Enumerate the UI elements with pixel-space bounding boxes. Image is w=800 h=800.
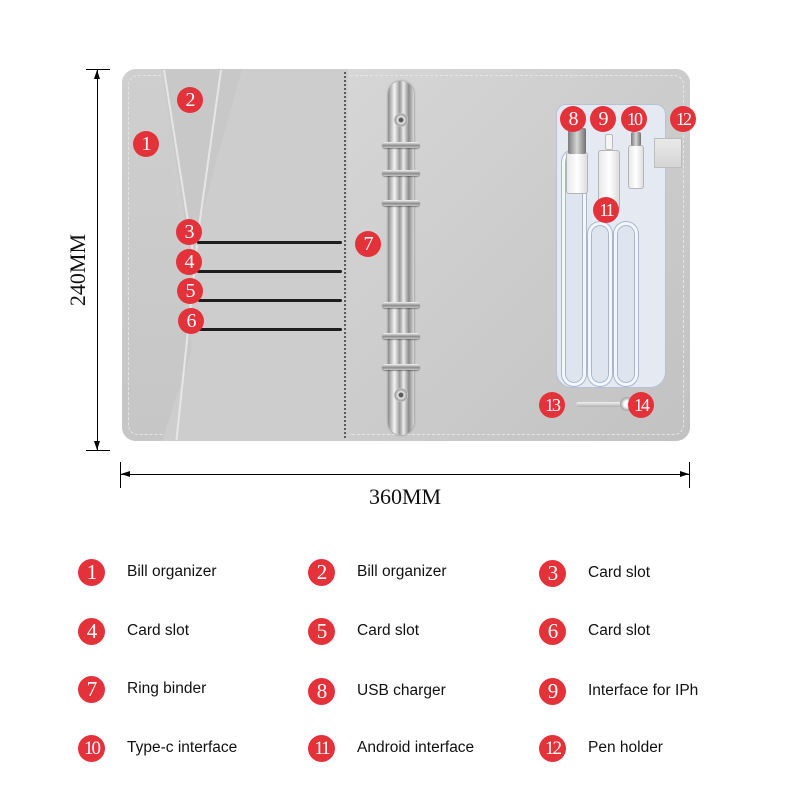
legend-item: 7 Ring binder [78,674,206,704]
dimension-tick [86,450,110,451]
legend-label: Card slot [588,564,651,581]
legend-label: Ring binder [127,680,207,697]
number-badge: 3 [539,559,566,587]
pen-holder-strap [654,138,682,168]
binder-rivet [394,113,408,127]
arrow-up-icon [94,70,100,79]
card-slot-3 [197,241,342,244]
legend-item: 11 Android interface [308,733,474,763]
number-badge: 6 [539,617,566,645]
arrow-right-icon [680,471,689,477]
lightning-cable-loop [588,222,612,386]
legend-label: Type-c interface [127,739,238,756]
height-label: 240MM [65,233,90,307]
number-badge: 1 [78,558,105,586]
legend-label: Interface for IPh [588,682,699,699]
number-badge: 12 [539,734,566,762]
legend-item: 5 Card slot [308,616,419,646]
legend-label: Pen holder [588,739,663,756]
lightning-connector [605,134,613,150]
dimension-line [121,474,689,475]
legend-item: 1 Bill organizer [78,557,217,587]
legend-label: USB charger [357,682,446,699]
callout-badge-13: 13 [539,392,565,418]
callout-badge-12: 12 [670,106,696,132]
legend-label: Android interface [357,739,475,756]
callout-badge-6: 6 [178,308,204,334]
dimension-line [97,70,98,450]
number-badge: 4 [78,617,105,645]
number-badge: 11 [308,734,335,762]
dimension-tick [120,462,121,488]
card-slot-6 [199,328,342,331]
typec-connector [631,132,641,146]
number-badge: 2 [308,558,335,586]
binder-ring [382,142,420,148]
callout-badge-10: 10 [621,106,647,132]
legend-label: Card slot [127,622,190,639]
callout-badge-11: 11 [593,197,619,223]
dimension-tick [689,462,690,488]
sim-pin-tool [576,402,626,407]
stitching [350,75,684,435]
card-slot-4 [197,270,342,273]
binder-rivet [394,388,408,402]
usb-connector [568,128,586,154]
callout-badge-2: 2 [177,87,203,113]
binder-ring [382,302,420,308]
callout-badge-4: 4 [176,249,202,275]
binder-ring [382,333,420,339]
legend-item: 4 Card slot [78,616,189,646]
callout-badge-7: 7 [355,231,381,257]
width-label: 360MM [368,484,442,509]
binder-ring [382,170,420,176]
typec-plug [628,145,644,189]
typec-cable-loop [614,222,638,386]
usb-plug [566,152,588,194]
callout-badge-5: 5 [177,278,203,304]
number-badge: 9 [539,677,566,705]
legend-item: 12 Pen holder [539,733,663,763]
legend-label: Bill organizer [127,563,217,580]
legend-item: 8 USB charger [308,676,446,706]
card-slot-5 [198,299,342,302]
number-badge: 7 [78,675,105,703]
binder-ring [382,200,420,206]
arrow-down-icon [94,441,100,450]
number-badge: 10 [78,734,105,762]
number-badge: 8 [308,677,335,705]
center-seam [344,72,346,438]
legend-label: Bill organizer [357,563,447,580]
number-badge: 5 [308,617,335,645]
legend-label: Card slot [588,622,651,639]
callout-badge-1: 1 [133,131,159,157]
dimension-tick [86,69,110,70]
callout-badge-9: 9 [590,106,616,132]
callout-badge-8: 8 [560,106,586,132]
callout-badge-3: 3 [176,219,202,245]
legend-item: 9 Interface for IPh [539,676,698,706]
ring-binder [388,81,414,435]
legend-label: Card slot [357,622,420,639]
legend-item: 6 Card slot [539,616,650,646]
legend-item: 2 Bill organizer [308,557,447,587]
binder-ring [382,364,420,370]
legend-item: 10 Type-c interface [78,733,237,763]
legend-item: 3 Card slot [539,558,650,588]
callout-badge-14: 14 [628,392,654,418]
arrow-left-icon [121,471,130,477]
